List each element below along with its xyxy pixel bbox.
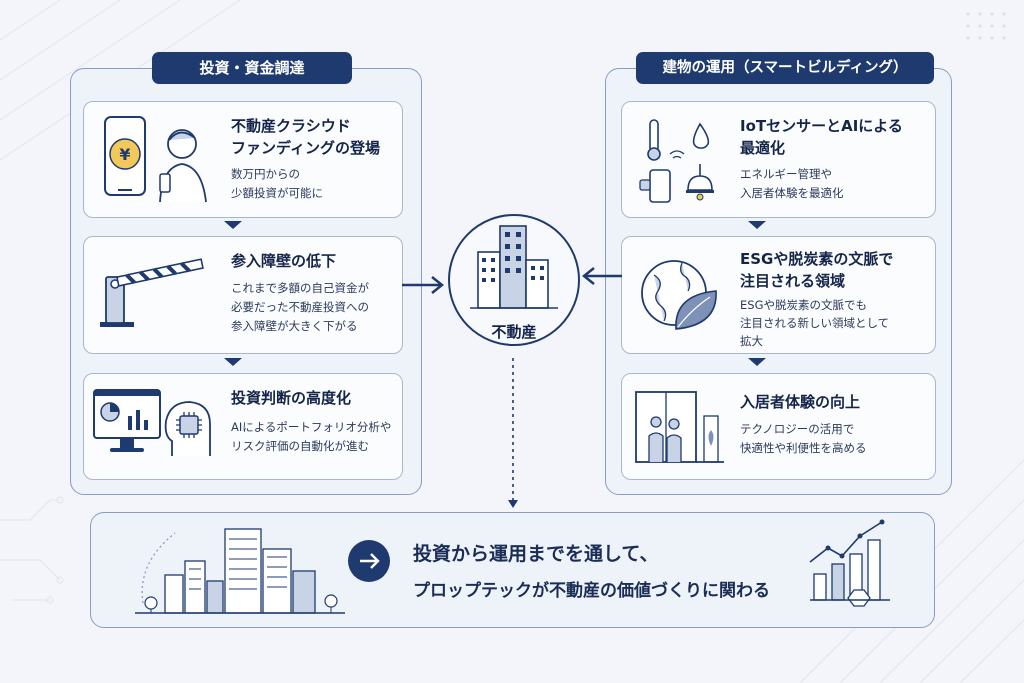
building-icon <box>470 225 558 309</box>
down-arrow <box>224 221 242 229</box>
card-title: IoTセンサーとAIによる <box>740 117 903 135</box>
card-esg: ESGや脱炭素の文脈で 注目される領域 ESGや脱炭素の文脈でも 注目される新し… <box>621 236 936 354</box>
card-desc: 少額投資が可能に <box>231 186 323 200</box>
tenants-icon <box>635 391 724 463</box>
card-barrier: 参入障壁の低下 これまで多額の自己資金が 必要だった不動産投資への 参入障壁が大… <box>83 236 403 354</box>
iot-sensors-icon <box>639 119 714 203</box>
card-desc: テクノロジーの活用で <box>740 422 855 436</box>
right-panel-title: 建物の運用（スマートビルディング） <box>636 52 934 84</box>
card-desc: 必要だった不動産投資への <box>231 300 369 314</box>
center-label: 不動産 <box>491 323 537 341</box>
card-desc: 参入障壁が大きく下がる <box>231 319 358 333</box>
card-desc: 拡大 <box>740 334 763 348</box>
card-crowdfunding: ¥ 不動産クラシウド ファンディングの登場 数万円からの 少額投資が可能に <box>83 101 403 218</box>
card-desc: リスク評価の自動化が進む <box>231 439 369 453</box>
card-title: 投資判断の高度化 <box>231 389 352 407</box>
card-desc: AIによるポートフォリオ分析や <box>231 420 392 434</box>
phone-yen-icon: ¥ <box>104 116 207 203</box>
center-to-bottom-connector <box>508 358 518 508</box>
card-title: 参入障壁の低下 <box>231 252 337 270</box>
card-title: 最適化 <box>740 139 786 157</box>
globe-leaf-icon <box>641 260 717 330</box>
card-desc: これまで多額の自己資金が <box>231 281 369 295</box>
card-title: 不動産クラシウド <box>231 117 351 135</box>
card-ai-analysis: 投資判断の高度化 AIによるポートフォリオ分析や リスク評価の自動化が進む <box>83 373 403 480</box>
card-iot: IoTセンサーとAIによる 最適化 エネルギー管理や 入居者体験を最適化 <box>621 101 936 218</box>
card-desc: 入居者体験を最適化 <box>740 186 844 200</box>
card-title: 注目される領域 <box>740 272 846 290</box>
card-desc: 注目される新しい領域として <box>740 316 890 330</box>
growth-chart-icon <box>809 519 890 607</box>
down-arrow <box>748 221 766 229</box>
card-title: ESGや脱炭素の文脈で <box>740 250 894 268</box>
ai-monitor-icon <box>93 389 211 456</box>
bottom-message-line-2: プロップテックが不動産の価値づくりに関わる <box>413 581 770 601</box>
card-title: ファンディングの登場 <box>231 139 380 157</box>
left-to-center-arrow <box>402 276 445 294</box>
down-arrow <box>224 358 242 366</box>
left-panel-title: 投資・資金調達 <box>152 52 352 84</box>
svg-text:¥: ¥ <box>119 145 130 164</box>
down-arrow <box>748 358 766 366</box>
bottom-message-line-1: 投資から運用までを通して、 <box>413 543 659 565</box>
card-tenant-experience: 入居者体験の向上 テクノロジーの活用で 快適性や利便性を高める <box>621 373 936 480</box>
arrow-right-icon <box>348 540 390 582</box>
card-desc: 快適性や利便性を高める <box>740 441 867 455</box>
barrier-gate-icon <box>100 258 204 327</box>
card-title: 入居者体験の向上 <box>740 393 861 411</box>
card-desc: 数万円からの <box>231 167 300 181</box>
city-skyline-icon <box>135 528 345 614</box>
card-desc: エネルギー管理や <box>740 167 832 181</box>
right-to-center-arrow <box>581 267 622 285</box>
card-desc: ESGや脱炭素の文脈でも <box>740 298 867 312</box>
